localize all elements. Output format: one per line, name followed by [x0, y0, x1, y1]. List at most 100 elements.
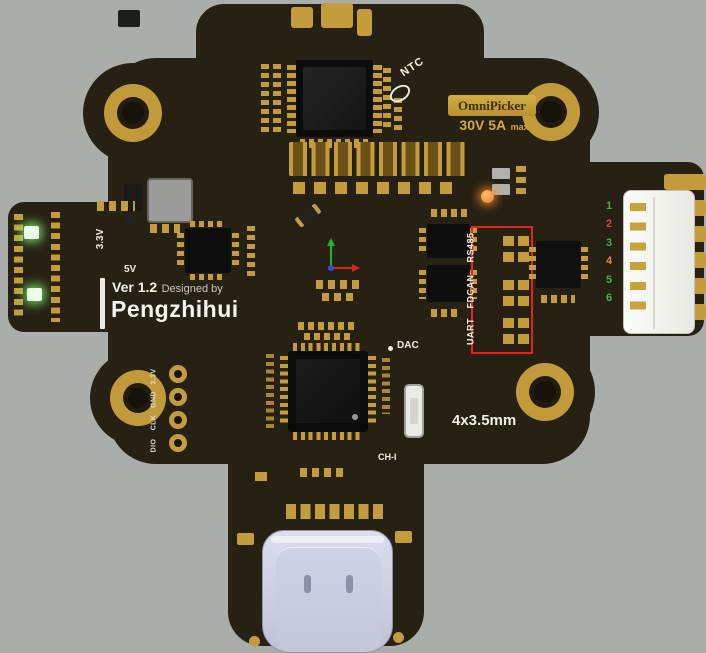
mcu-pins-top: [293, 343, 363, 351]
ic-pins-right: [470, 270, 477, 299]
mounting-hole: [104, 84, 162, 142]
rating-value: 30V 5A: [459, 117, 507, 133]
pin-number-6: 6: [605, 292, 613, 304]
debug-hole: [169, 411, 187, 429]
mounting-holes: [104, 83, 580, 426]
pad-column: [383, 68, 391, 130]
through-hole-pad: [249, 636, 260, 647]
mcu-top: [296, 359, 360, 423]
pad: [237, 533, 254, 545]
mcu-pin1-dot: [352, 414, 358, 420]
pin-number-3: 3: [605, 236, 613, 249]
bus-label-fdcan: FDCAN: [465, 274, 476, 309]
pad-row: [300, 468, 344, 477]
indicator-led-green: [24, 226, 39, 239]
annotation-box-serial-interfaces: [471, 226, 533, 354]
bus-pad-group: [503, 280, 529, 306]
top-pad: [291, 7, 313, 28]
usb-plug-body: [276, 547, 381, 652]
chip-top: [303, 67, 366, 130]
isolator-module: [536, 241, 581, 288]
pad-row: [431, 209, 467, 217]
top-pad: [321, 3, 353, 28]
pad-column: [51, 212, 60, 322]
bus-label-rs485: RS485: [465, 232, 476, 263]
pad-row: [97, 201, 135, 211]
designed-by-label: Designed by: [161, 283, 223, 295]
capacitor-bank: [289, 142, 467, 176]
ic-pins-top: [190, 221, 226, 227]
ic-pins-bottom: [190, 274, 226, 280]
usb-c-connector: [262, 530, 393, 653]
pad-column: [394, 98, 402, 130]
mcu-chip: [288, 351, 368, 432]
rail-5v-label: 5V: [124, 264, 137, 275]
rating-suffix: max: [510, 122, 529, 132]
brand-plate: OmniPicker: [448, 95, 536, 116]
ic-pins-left: [419, 270, 426, 299]
connector-divider: [653, 197, 655, 329]
crystal-slot: [410, 398, 418, 424]
connector-pin-slots: [630, 203, 646, 321]
debug-hole: [169, 388, 187, 406]
ic-pins-left: [529, 247, 536, 283]
ic-pins-right: [373, 65, 382, 133]
designer-label: Pengzhihui: [111, 296, 239, 322]
pad-row: [541, 295, 575, 303]
bus-pad-group: [503, 318, 529, 344]
mcu-pins-bottom: [293, 432, 363, 440]
mcu-pins-right: [368, 356, 376, 426]
pad-row: [316, 280, 364, 289]
rating-label: 30V 5A max: [448, 117, 540, 133]
pad-row: [293, 182, 461, 194]
pad-row: [298, 322, 358, 330]
debug-hole: [169, 365, 187, 383]
version-label: Ver 1.2: [112, 279, 158, 295]
pin-number-1: 1: [605, 200, 613, 212]
pad-row: [431, 309, 459, 317]
pad-column: [516, 166, 526, 196]
debug-hole: [169, 434, 187, 452]
loose-component: [118, 10, 140, 27]
pad: [395, 531, 412, 543]
ic-pins-left: [177, 233, 184, 269]
power-inductor: [147, 178, 193, 223]
transceiver-chip-2: [427, 265, 470, 302]
status-led-orange: [481, 190, 494, 203]
pin-number-5: 5: [605, 273, 613, 286]
pad-column: [273, 64, 281, 136]
mount-spec-label: 4x3.5mm: [452, 412, 517, 429]
bus-pad-group: [503, 236, 529, 262]
ic-pins-right: [232, 233, 239, 269]
indicator-led-green: [27, 288, 42, 301]
ic-pins-right: [470, 228, 477, 255]
usb-shell-highlight: [271, 536, 384, 543]
smd-resistor: [492, 184, 510, 195]
pad-row: [150, 224, 180, 233]
bus-label-uart: UART: [465, 318, 476, 345]
version-line: Ver 1.2 Designed by: [112, 279, 282, 295]
pin-number-2: 2: [605, 218, 613, 231]
rail-3v3-label: 3.3V: [95, 228, 106, 250]
ic-pins-left: [287, 65, 296, 133]
top-pad: [357, 9, 372, 36]
pad-row: [322, 293, 356, 301]
pad-column: [247, 226, 255, 278]
pad-row: [286, 504, 384, 519]
debug-label-dio: DIO: [150, 438, 158, 453]
usb-contact: [346, 575, 353, 593]
mounting-hole: [522, 83, 580, 141]
jst-connector: [623, 190, 695, 334]
mcu-pins-left: [280, 356, 288, 426]
pad: [255, 472, 267, 481]
smd-resistor: [492, 168, 510, 179]
pad-row: [304, 333, 350, 340]
pad-column: [266, 354, 274, 428]
axis-indicator-icon: [327, 238, 360, 272]
pad-column: [14, 214, 23, 320]
pad-column: [382, 358, 390, 414]
usb-contact: [304, 575, 311, 593]
